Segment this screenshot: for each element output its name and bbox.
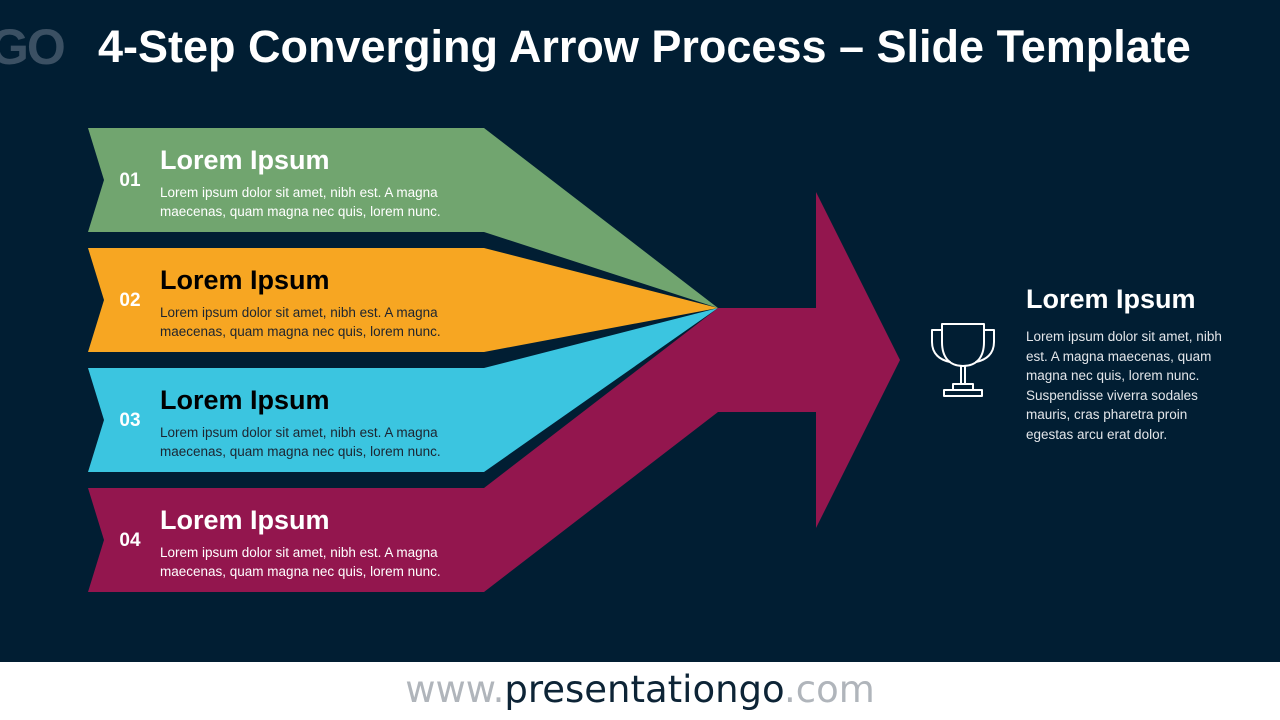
step-3-title: Lorem Ipsum <box>160 385 330 415</box>
step-4-band <box>88 192 900 592</box>
step-4-title: Lorem Ipsum <box>160 505 330 535</box>
step-2-description: Lorem ipsum dolor sit amet, nibh est. A … <box>160 305 441 339</box>
step-1-description: Lorem ipsum dolor sit amet, nibh est. A … <box>160 185 441 219</box>
result-title: Lorem Ipsum <box>1026 284 1196 314</box>
step-3-description: Lorem ipsum dolor sit amet, nibh est. A … <box>160 425 441 459</box>
step-2-number: 02 <box>119 290 141 311</box>
logo-fragment: GO <box>0 19 66 75</box>
step-1-number: 01 <box>119 170 141 191</box>
footer-website[interactable]: www.presentationgo.com <box>0 662 1280 720</box>
step-4-number: 04 <box>119 530 141 551</box>
step-1-band <box>88 128 718 308</box>
step-4-description: Lorem ipsum dolor sit amet, nibh est. A … <box>160 545 441 579</box>
slide: GO 4-Step Converging Arrow Process – Sli… <box>0 0 1280 662</box>
result-description: Lorem ipsum dolor sit amet, nibh est. A … <box>1026 329 1222 442</box>
slide-title: 4-Step Converging Arrow Process – Slide … <box>98 21 1191 72</box>
step-2-band <box>88 248 718 352</box>
footer-domain: presentationgo <box>504 668 785 711</box>
footer-prefix: www. <box>405 668 505 711</box>
step-3-number: 03 <box>119 410 141 431</box>
step-1-title: Lorem Ipsum <box>160 145 330 175</box>
trophy-icon <box>931 323 995 397</box>
step-2-title: Lorem Ipsum <box>160 265 330 295</box>
converging-arrow-diagram <box>88 128 995 592</box>
step-3-band <box>88 308 718 472</box>
footer-suffix: .com <box>784 668 875 711</box>
